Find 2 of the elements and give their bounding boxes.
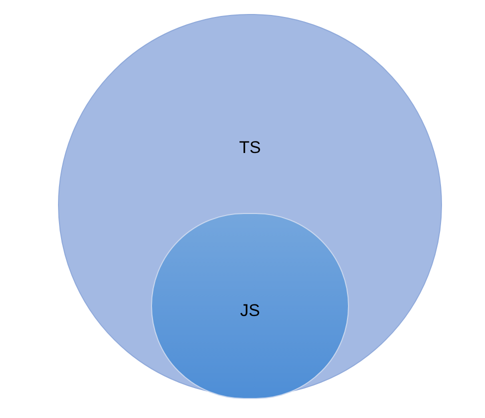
circle-label: TS bbox=[238, 137, 262, 159]
circle-label: JS bbox=[239, 300, 261, 322]
